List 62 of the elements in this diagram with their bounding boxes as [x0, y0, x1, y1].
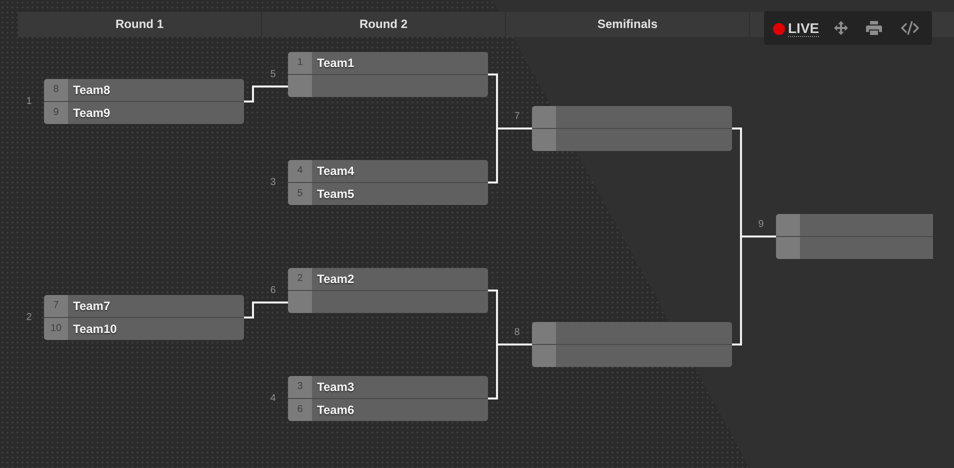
match-number: 8: [514, 326, 520, 338]
team-name: Team2: [317, 272, 354, 286]
team-name: Team5: [317, 187, 354, 201]
match-card: [532, 322, 732, 367]
match-number: 4: [270, 392, 276, 404]
team-slot: [288, 183, 488, 205]
seed-number: 8: [53, 84, 59, 96]
match-card: [288, 376, 488, 421]
seed-number: 6: [297, 404, 303, 416]
match-card: [288, 160, 488, 205]
seed-number: 3: [297, 381, 303, 393]
team-slot: [288, 268, 488, 290]
empty-slot: [532, 322, 732, 344]
live-label: LIVE: [788, 21, 820, 37]
bracket-connector: [244, 86, 288, 102]
match-number: 7: [514, 110, 520, 122]
team-slot: [288, 160, 488, 182]
match-number: 2: [26, 312, 32, 324]
seed-number: 7: [53, 300, 59, 312]
team-slot: [288, 376, 488, 398]
empty-slot: [776, 214, 933, 236]
round-heading: Semifinals: [506, 12, 750, 37]
match-card: [44, 295, 244, 340]
team-name: Team8: [73, 83, 110, 97]
empty-slot: [532, 345, 732, 367]
team-slot: [288, 399, 488, 421]
round-heading: Round 2: [262, 12, 506, 37]
team-name: Team1: [317, 56, 354, 70]
empty-slot: [288, 291, 488, 313]
empty-slot: [532, 129, 732, 151]
team-name: Team6: [317, 403, 354, 417]
match-number: 3: [270, 176, 276, 188]
match-card: [776, 214, 933, 259]
seed-number: 1: [297, 57, 303, 69]
bracket-connector: [488, 128, 532, 184]
team-slot: [44, 295, 244, 317]
match-card: [532, 106, 732, 151]
bracket-connector: [244, 302, 288, 318]
team-name: Team9: [73, 106, 110, 120]
round-heading: Round 1: [18, 12, 262, 37]
team-name: Team3: [317, 380, 354, 394]
match-number: 5: [270, 68, 276, 80]
team-slot: [44, 102, 244, 124]
seed-number: 10: [50, 323, 62, 335]
seed-number: 2: [297, 273, 303, 285]
match-card: [288, 268, 488, 313]
match-card: [288, 52, 488, 97]
bracket-connector: [488, 344, 532, 400]
team-name: Team7: [73, 299, 110, 313]
empty-slot: [532, 106, 732, 128]
match-number: 6: [270, 284, 276, 296]
seed-number: 5: [297, 188, 303, 200]
seed-number: 9: [53, 107, 59, 119]
team-name: Team10: [73, 322, 117, 336]
team-slot: [44, 318, 244, 340]
team-slot: [44, 79, 244, 101]
empty-slot: [776, 237, 933, 259]
team-slot: [288, 52, 488, 74]
team-name: Team4: [317, 164, 354, 178]
match-number: 9: [758, 218, 764, 230]
seed-number: 4: [297, 165, 303, 177]
empty-slot: [288, 75, 488, 97]
